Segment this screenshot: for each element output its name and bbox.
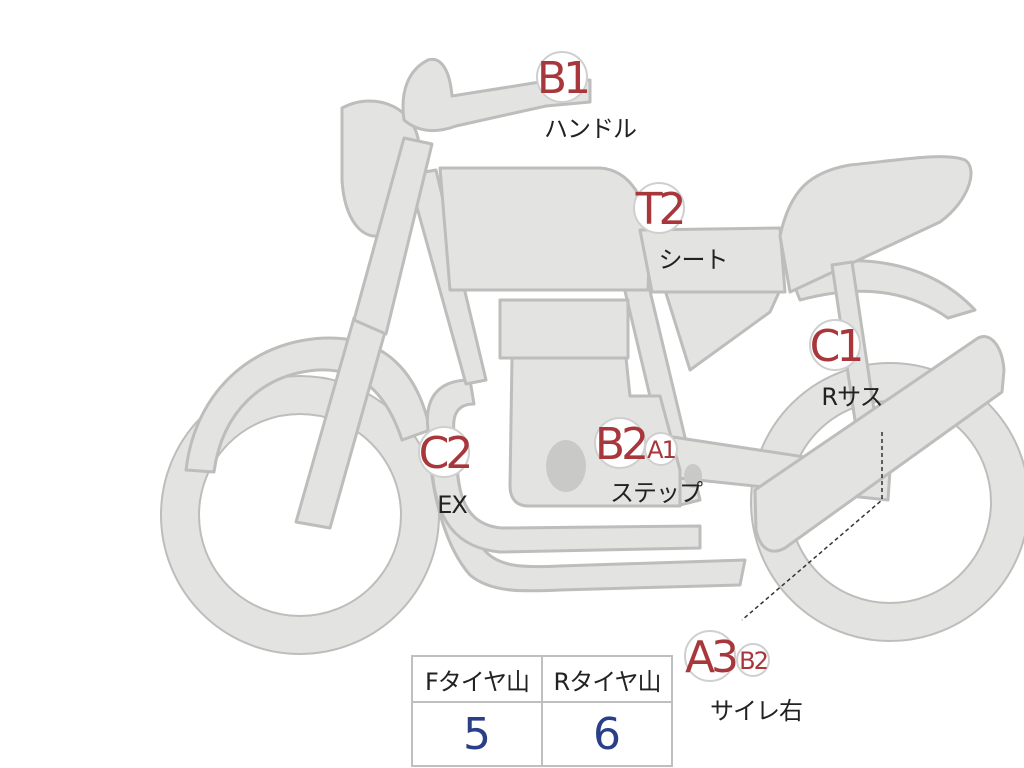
exhaust-pipe-upper — [425, 378, 702, 554]
badge-c2: C2 — [419, 428, 470, 479]
front-tire-value: 5 — [411, 701, 543, 767]
tire-tread-table: Fタイヤ山 Rタイヤ山 5 6 — [411, 655, 673, 767]
seat — [638, 226, 787, 294]
motorcycle-illustration — [160, 57, 1024, 655]
badge-b2-step: B2 — [595, 419, 645, 470]
badge-b1: B1 — [537, 53, 587, 104]
badge-b2-saire: B2 — [739, 647, 767, 675]
muffler — [753, 335, 1006, 553]
marker-a3[interactable]: A3 — [684, 630, 740, 683]
marker-b2-saire[interactable]: B2 — [736, 643, 770, 677]
marker-c1[interactable]: C1 — [809, 319, 864, 372]
front-tire-header: Fタイヤ山 — [411, 655, 543, 703]
label-exhaust: EX — [437, 491, 467, 519]
badge-c1: C1 — [810, 321, 861, 372]
leader-line — [741, 432, 883, 621]
label-seat: シート — [659, 246, 728, 274]
marker-b2-step[interactable]: B2 — [594, 417, 649, 470]
label-step: ステップ — [610, 479, 703, 507]
label-saire-right: サイレ右 — [710, 697, 802, 725]
fuel-tank — [438, 166, 652, 292]
rear-tire-value: 6 — [541, 701, 673, 767]
marker-t2[interactable]: T2 — [633, 182, 686, 235]
marker-a1[interactable]: A1 — [644, 432, 678, 466]
seat-rear — [778, 155, 973, 294]
engine — [498, 298, 702, 508]
badge-a3: A3 — [685, 632, 736, 683]
marker-c2[interactable]: C2 — [418, 426, 473, 479]
marker-b1[interactable]: B1 — [536, 51, 591, 104]
label-rear-sus: Rサス — [821, 383, 882, 411]
handlebar — [401, 57, 592, 132]
rear-tire-header: Rタイヤ山 — [541, 655, 673, 703]
badge-a1: A1 — [647, 436, 675, 464]
label-handle: ハンドル — [544, 115, 636, 143]
fork-upper — [352, 136, 434, 336]
side-cover — [663, 288, 782, 372]
badge-t2: T2 — [635, 184, 683, 235]
